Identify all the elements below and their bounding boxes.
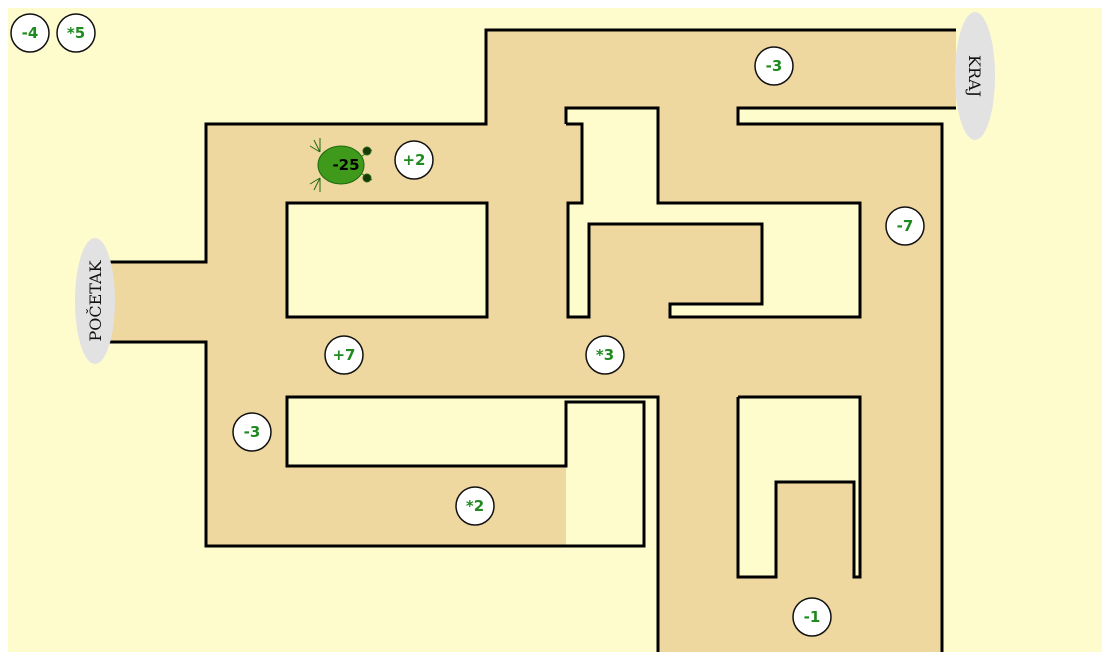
maze-token-minus-3-top[interactable]: -3	[755, 47, 793, 85]
maze-token-plus-7[interactable]: +7	[325, 336, 363, 374]
start-marker: POČETAK	[75, 238, 115, 364]
maze-token-minus-1[interactable]: -1	[793, 598, 831, 636]
inventory-token-1[interactable]: -4	[11, 14, 49, 52]
svg-text:+2: +2	[402, 151, 425, 169]
end-marker: KRAJ	[955, 12, 995, 140]
svg-text:-3: -3	[244, 423, 261, 441]
maze-token-times-2[interactable]: *2	[456, 487, 494, 525]
inventory-token-2[interactable]: *5	[57, 14, 95, 52]
svg-text:*5: *5	[67, 24, 85, 42]
svg-text:-4: -4	[22, 24, 39, 42]
svg-text:-7: -7	[897, 217, 914, 235]
svg-text:-3: -3	[766, 57, 783, 75]
svg-text:-1: -1	[804, 608, 821, 626]
svg-text:+7: +7	[332, 346, 355, 364]
svg-text:*3: *3	[596, 346, 614, 364]
end-label: KRAJ	[965, 55, 984, 97]
frog-value: -25	[332, 156, 359, 174]
maze-token-times-3[interactable]: *3	[586, 336, 624, 374]
maze-token-plus-2[interactable]: +2	[395, 141, 433, 179]
maze-token-minus-3-left[interactable]: -3	[233, 413, 271, 451]
maze-token-minus-7[interactable]: -7	[886, 207, 924, 245]
svg-text:*2: *2	[466, 497, 484, 515]
start-label: POČETAK	[85, 259, 105, 341]
